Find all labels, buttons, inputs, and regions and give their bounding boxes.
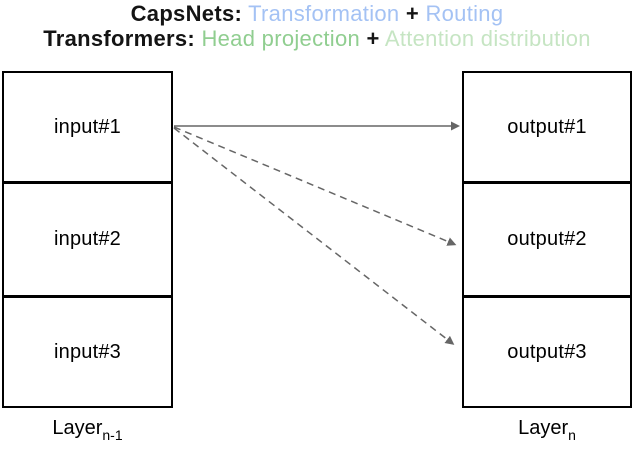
transformers-term-head-projection: Head projection [201, 26, 361, 51]
layer-label-base: Layer [518, 417, 569, 439]
input-box-2: input#2 [2, 182, 173, 297]
output-box-2: output#2 [462, 182, 632, 297]
output-box-1: output#1 [462, 71, 632, 183]
layer-label-n-minus-1: Layern-1 [2, 417, 173, 443]
title-transformers-line: Transformers: Head projection + Attentio… [0, 26, 634, 51]
input-box-1-label: input#1 [53, 115, 121, 138]
transformers-prefix: Transformers: [43, 26, 196, 51]
input-box-3: input#3 [2, 296, 173, 408]
output-box-3: output#3 [462, 296, 632, 408]
layer-label-base: Layer [52, 417, 103, 439]
layer-label-n: Layern [462, 417, 632, 443]
output-box-2-label: output#2 [507, 228, 587, 250]
layer-subscript-n-minus-1: n-1 [102, 427, 123, 443]
capsnets-prefix: CapsNets: [130, 1, 243, 26]
capsnets-term-routing: Routing [425, 1, 504, 26]
capsnets-plus-sign: + [405, 1, 420, 26]
input-box-2-label: input#2 [53, 228, 121, 250]
arrow-input1-to-output3 [173, 127, 455, 345]
capsnets-term-transformation: Transformation [248, 1, 400, 26]
layer-subscript-n: n [568, 427, 576, 443]
input-column: input#1 input#2 input#3 [2, 71, 173, 408]
input-box-3-label: input#3 [53, 340, 121, 363]
transformers-term-attention-distribution: Attention distribution [384, 26, 591, 51]
transformers-plus-sign: + [366, 26, 380, 51]
output-box-3-label: output#3 [507, 340, 587, 363]
output-column: output#1 output#2 output#3 [462, 71, 632, 408]
arrow-input1-to-output2 [173, 126, 457, 246]
input-box-1: input#1 [2, 71, 173, 183]
output-box-1-label: output#1 [507, 115, 587, 138]
title-capsnets-line: CapsNets: Transformation + Routing [0, 1, 634, 26]
